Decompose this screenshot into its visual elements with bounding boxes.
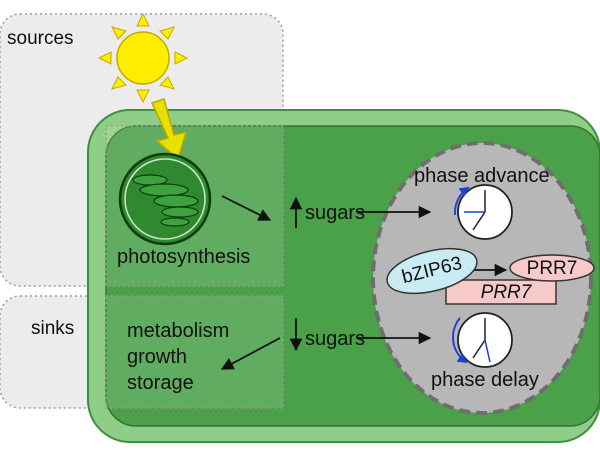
sink-process-storage: storage (127, 372, 194, 394)
clock-advance-icon (453, 184, 513, 240)
prr7-protein (509, 254, 595, 282)
photosynthesis-to-sugars-arrow (221, 195, 272, 221)
sugars-to-sinks-arrow (220, 337, 281, 370)
sink-process-growth: growth (127, 346, 188, 368)
sugars-down-label: sugars (305, 328, 366, 350)
phase-advance-label: phase advance (414, 165, 550, 187)
photosynthesis-label: photosynthesis (117, 246, 251, 268)
prr7-gene-label: PRR7 (480, 282, 532, 303)
phase-delay-label: phase delay (431, 369, 539, 391)
sunlight-arrow (150, 98, 188, 161)
sink-process-metabolism: metabolism (127, 320, 230, 342)
sugars-up-label: sugars (305, 202, 366, 224)
prr7-gene-box (445, 279, 557, 305)
clock-delay-icon (452, 312, 513, 368)
sources-label: sources (7, 28, 74, 49)
prr7-protein-label: PRR7 (526, 258, 578, 279)
bzip63-protein (386, 247, 478, 295)
sinks-label: sinks (31, 318, 75, 339)
chloroplast-icon (118, 152, 212, 246)
sun-icon (97, 12, 189, 104)
